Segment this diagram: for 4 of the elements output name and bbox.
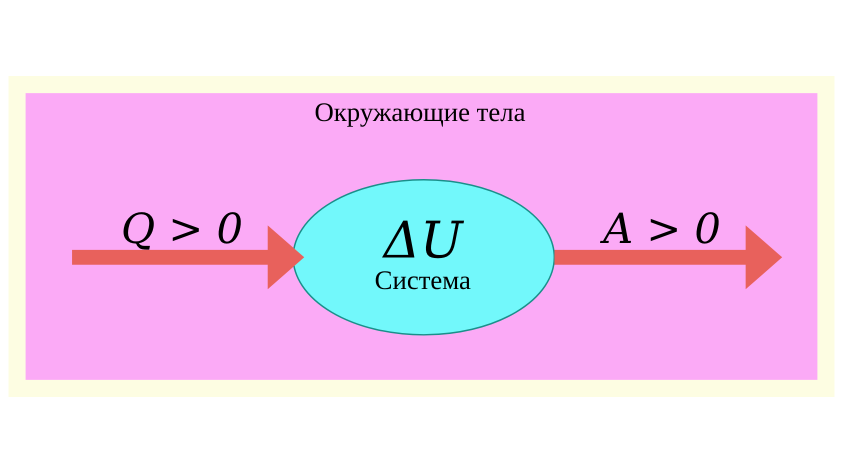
- node-ellipse: ΔU Система: [292, 178, 556, 336]
- edge-label: Q > 0: [121, 204, 243, 253]
- arrow: [554, 224, 782, 289]
- arrow: [72, 224, 304, 289]
